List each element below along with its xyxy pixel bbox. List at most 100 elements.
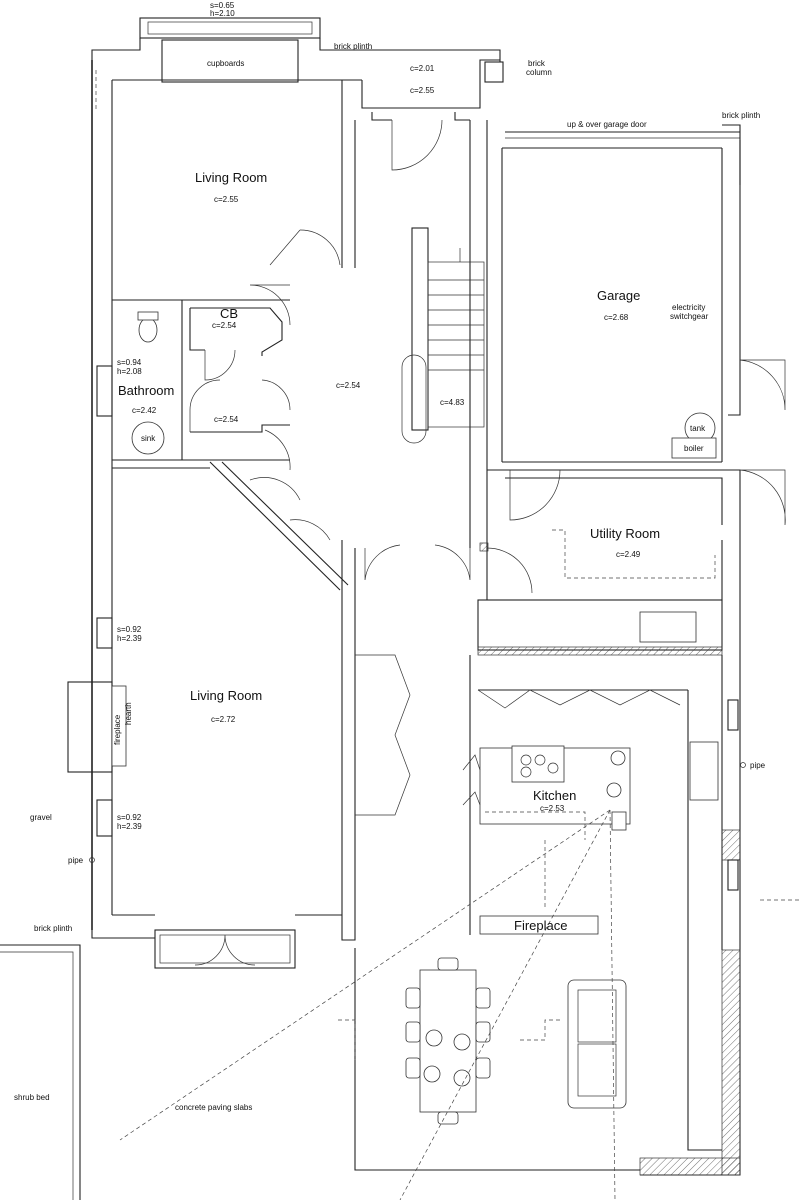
cb-left-wall <box>189 308 205 351</box>
lr-window2-h: h=2.39 <box>117 822 142 831</box>
living-room-bottom-title: Living Room <box>190 688 262 703</box>
diagonal-wall-2 <box>221 461 349 586</box>
kitchen-sink <box>689 741 719 801</box>
kitchen-door[interactable] <box>486 547 533 594</box>
bath-window-h: h=2.08 <box>117 367 142 376</box>
stair-newel <box>401 354 427 444</box>
dashed-line-down <box>609 809 616 1200</box>
utility-inner-top <box>505 477 723 525</box>
garage-outer-right <box>728 140 741 416</box>
stair-treads <box>428 279 484 371</box>
bathroom-window <box>96 365 113 417</box>
fireplace-extension-box <box>479 915 599 935</box>
plant-3 <box>423 1065 441 1083</box>
bath-window-s: s=0.94 <box>117 358 142 367</box>
cb-title: CB <box>220 306 238 321</box>
pipe-left-circle <box>89 857 95 863</box>
bottom-bay-window <box>154 929 296 969</box>
porch-ceiling-1: c=2.01 <box>410 64 435 73</box>
shrub-bed-border <box>0 944 81 1200</box>
boiler <box>671 437 717 459</box>
utility-bottom-wall <box>486 540 723 601</box>
garage-door-label: up & over garage door <box>567 120 647 129</box>
sofa-cushion-2 <box>577 1043 617 1097</box>
wall-hatch-bottom <box>639 1157 741 1176</box>
hall-double-doors[interactable] <box>364 544 471 581</box>
brick-column-label-1: brick <box>528 59 546 68</box>
top-bay-h: h=2.10 <box>210 9 235 18</box>
dashed-fixture-right <box>520 1019 560 1041</box>
living-window-1 <box>96 617 113 649</box>
bifold-doors <box>355 654 411 816</box>
garage-side-door[interactable] <box>739 359 786 411</box>
bottom-french-doors[interactable] <box>194 934 256 966</box>
porch-ceiling-2: c=2.55 <box>410 86 435 95</box>
lr-window2-s: s=0.92 <box>117 813 142 822</box>
hall-door[interactable] <box>261 379 291 411</box>
tank-label: tank <box>690 424 706 433</box>
living-room-top-ceiling: c=2.55 <box>214 195 239 204</box>
diagonal-double-doors[interactable] <box>249 477 331 541</box>
plant-4 <box>453 1069 471 1087</box>
boiler-label: boiler <box>684 444 704 453</box>
living-bottom-right-wall <box>341 540 356 941</box>
sofa-cushion-1 <box>577 989 617 1043</box>
stair-ceiling: c=4.83 <box>440 398 465 407</box>
utility-side-door[interactable] <box>739 469 786 526</box>
stool-2 <box>462 791 481 806</box>
wall-hatch-right-lower <box>721 949 741 1176</box>
fireplace-extension-label: Fireplace <box>514 918 567 933</box>
labels: s=0.65 h=2.10 cupboards brick plinth bri… <box>14 1 766 1112</box>
electricity-label-2: switchgear <box>670 312 709 321</box>
worktop-hatch <box>477 646 723 656</box>
dashed-fixture-left <box>338 1019 356 1060</box>
brick-column <box>484 61 504 83</box>
front-door[interactable] <box>391 119 443 171</box>
brick-plinth-right-label: brick plinth <box>722 111 760 120</box>
island-dashed <box>485 811 586 840</box>
porch-door-jamb <box>371 112 392 121</box>
diagonal-wall-1 <box>209 461 341 591</box>
garage-title: Garage <box>597 288 640 303</box>
stair-wall <box>411 227 429 431</box>
bathroom-door[interactable] <box>189 379 221 432</box>
small-hatch <box>479 542 489 552</box>
fireplace-chimney <box>67 681 113 773</box>
landing-ceiling: c=2.54 <box>214 415 239 424</box>
brick-plinth-bottom <box>91 930 155 939</box>
shrub-bed-border-inner <box>0 951 74 1200</box>
lr-window1-h: h=2.39 <box>117 634 142 643</box>
appliance <box>611 811 627 831</box>
living-room-top-title: Living Room <box>195 170 267 185</box>
electricity-label-1: electricity <box>672 303 705 312</box>
plant-2 <box>453 1033 471 1051</box>
dashed-line-long <box>119 809 611 1141</box>
porch-wall <box>361 59 500 109</box>
structure-walls <box>0 17 741 1200</box>
cb-ceiling: c=2.54 <box>212 321 237 330</box>
fixtures <box>89 70 800 1200</box>
stair-flight <box>427 261 485 428</box>
hearth-label: hearth <box>124 702 133 725</box>
living-top-door[interactable] <box>269 229 341 266</box>
cupboards-label: cupboards <box>207 59 244 68</box>
pipe-left-label: pipe <box>68 856 84 865</box>
living-window-2 <box>96 799 113 837</box>
brick-column-label-2: column <box>526 68 552 77</box>
garage-utility-door[interactable] <box>509 469 561 521</box>
cb-wall <box>190 307 283 356</box>
windows <box>67 365 739 891</box>
fireplace-hearth <box>111 685 127 767</box>
dining-chairs <box>405 957 491 1125</box>
kitchen-window-1 <box>727 699 739 731</box>
cb-door[interactable] <box>204 349 236 381</box>
kitchen-bifold <box>477 689 681 709</box>
top-bay-s: s=0.65 <box>210 1 235 10</box>
landing-door[interactable] <box>264 429 291 471</box>
top-bay-window <box>139 17 321 39</box>
wall-hatch-right <box>721 829 741 861</box>
utility-sink <box>639 611 697 643</box>
utility-dashed <box>552 529 716 579</box>
sink <box>131 421 165 455</box>
living-top-door-2[interactable] <box>249 284 291 326</box>
